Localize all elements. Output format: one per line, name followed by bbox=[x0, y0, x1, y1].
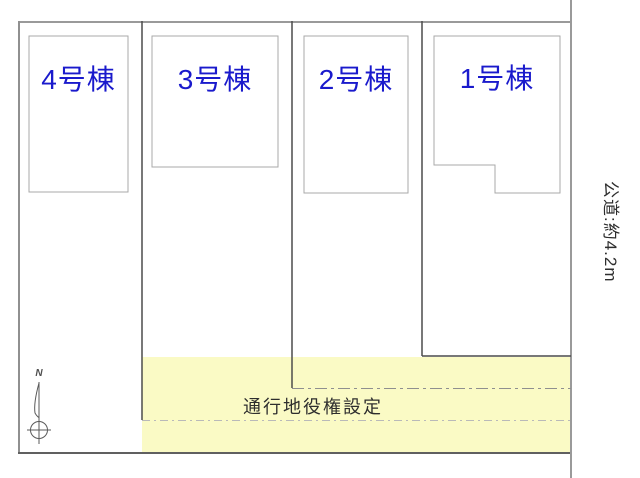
easement-label: 通行地役権設定 bbox=[243, 397, 383, 417]
building-1-label: 1号棟 bbox=[459, 63, 535, 94]
building-2-outline bbox=[303, 35, 409, 194]
building-4-label: 4号棟 bbox=[41, 64, 116, 95]
building-1-outline bbox=[433, 35, 561, 194]
north-compass-icon bbox=[27, 382, 51, 444]
road-width-label: 公道:約4.2m bbox=[601, 181, 620, 283]
building-4-outline bbox=[28, 35, 129, 193]
building-2-label: 2号棟 bbox=[318, 64, 394, 95]
building-3-outline bbox=[151, 35, 279, 168]
building-3-label: 3号棟 bbox=[177, 64, 253, 95]
easement-area bbox=[142, 357, 571, 453]
north-label: N bbox=[35, 368, 43, 379]
